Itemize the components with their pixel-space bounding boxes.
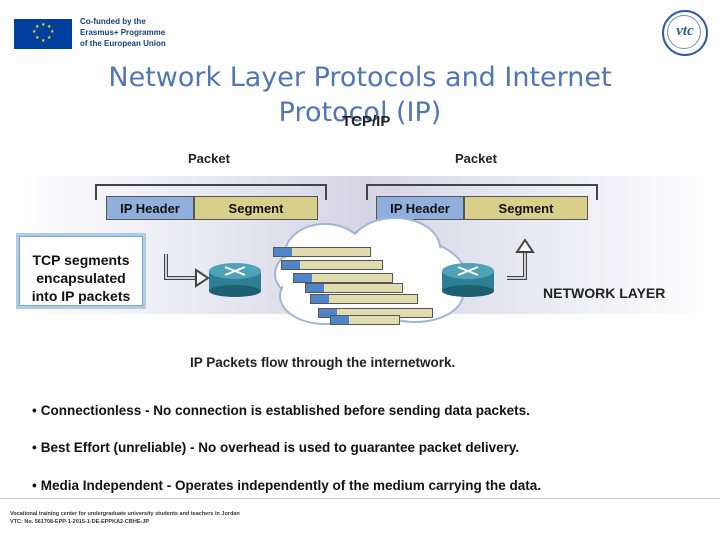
page-title: Network Layer Protocols and Internet Pro… [108, 62, 612, 128]
bullet-text: Media Independent - Operates independent… [40, 478, 542, 493]
bullet-text: Best Effort (unreliable) - No overhead i… [40, 440, 520, 455]
svg-text:★: ★ [35, 24, 40, 30]
arrow-right-icon [164, 254, 210, 288]
bullet-text: Connectionless - No connection is establ… [40, 403, 530, 418]
svg-text:★: ★ [47, 24, 52, 30]
callout-line: encapsulated [36, 270, 126, 286]
packet-bar [281, 260, 383, 270]
packet-bar [310, 294, 418, 304]
svg-text:★: ★ [35, 35, 40, 41]
ip-header-left: IP Header [106, 196, 194, 220]
packet-bar [330, 315, 400, 325]
bullet-dot: • [32, 478, 37, 493]
footer-line: VTC: No. 561708-EPP-1-2015-1-DE-EPPKA2-C… [10, 519, 150, 525]
packet-bracket-right [366, 184, 598, 200]
flow-caption: IP Packets flow through the internetwork… [190, 355, 456, 370]
cofund-line: Co-funded by the [80, 17, 146, 26]
segment-right: Segment [464, 196, 588, 220]
footer-divider [0, 498, 720, 499]
router-right-icon [442, 263, 494, 297]
router-left-icon [209, 263, 261, 297]
cofund-line: of the European Union [80, 39, 166, 48]
callout-line: into IP packets [31, 288, 131, 304]
diagram-heading: TCP/IP [342, 113, 391, 130]
packet-label-left: Packet [188, 151, 230, 166]
segment-left: Segment [194, 196, 318, 220]
logo-text: vtc [676, 23, 694, 39]
callout-line: TCP segments [32, 252, 130, 268]
network-layer-label: NETWORK LAYER [543, 285, 666, 301]
packet-bar [273, 247, 371, 257]
logo-ring [667, 15, 701, 49]
cofund-line: Erasmus+ Programme [80, 28, 166, 37]
packet-bracket-left [95, 184, 327, 200]
packet-label-right: Packet [455, 151, 497, 166]
bullet-best-effort: •Best Effort (unreliable) - No overhead … [32, 440, 519, 455]
packet-bar [293, 273, 393, 283]
bullet-connectionless: •Connectionless - No connection is estab… [32, 403, 530, 418]
bullet-dot: • [32, 440, 37, 455]
bullet-media-independent: •Media Independent - Operates independen… [32, 478, 541, 493]
svg-text:★: ★ [41, 38, 46, 44]
ip-header-right: IP Header [376, 196, 464, 220]
vtc-logo: vtc [662, 10, 708, 56]
svg-text:★: ★ [41, 22, 46, 28]
footer-text: Vocational training center for undergrad… [10, 510, 240, 526]
packet-bar [305, 283, 403, 293]
svg-text:★: ★ [47, 35, 52, 41]
encapsulation-callout: TCP segments encapsulated into IP packet… [16, 233, 146, 309]
eu-flag-icon: ★★★ ★★★ ★★ [14, 19, 72, 49]
svg-text:★: ★ [32, 29, 37, 35]
bullet-dot: • [32, 403, 37, 418]
cofund-text: Co-funded by the Erasmus+ Programme of t… [80, 16, 200, 49]
arrow-up-icon [507, 238, 535, 280]
svg-text:★: ★ [50, 29, 55, 35]
footer-line: Vocational training center for undergrad… [10, 511, 240, 517]
